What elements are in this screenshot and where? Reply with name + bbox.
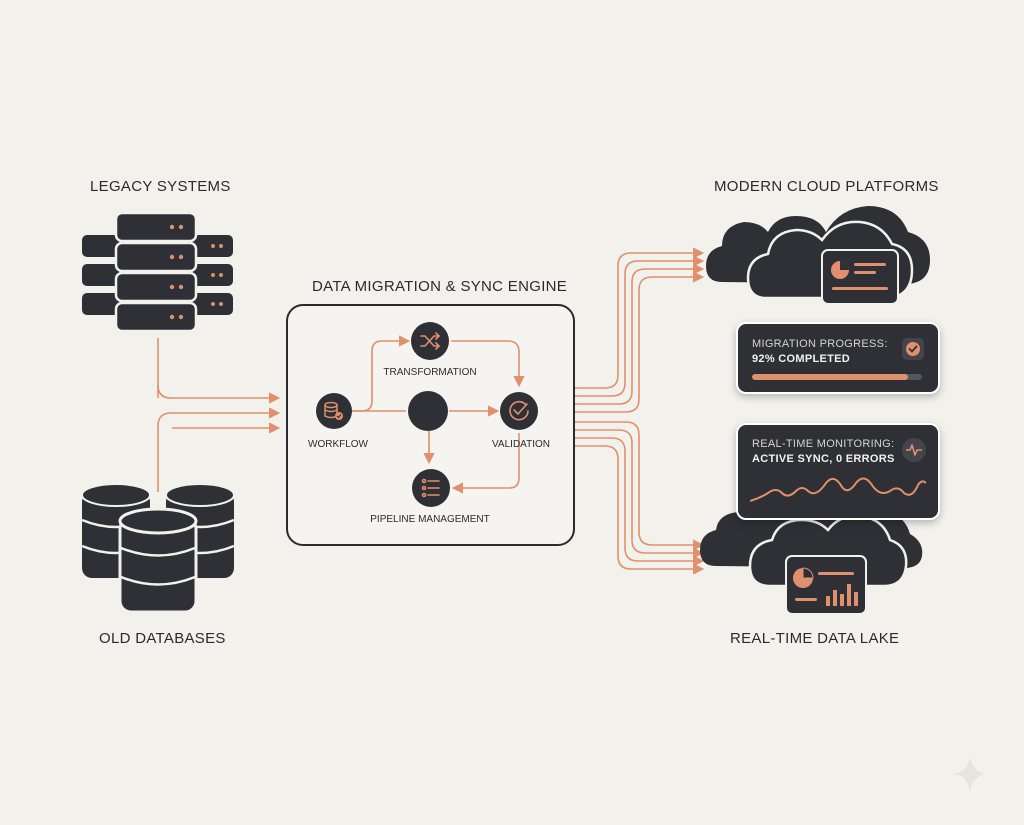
list-icon [421,478,440,498]
old-databases-label: OLD DATABASES [99,630,226,647]
workflow-node [316,393,352,429]
hub-node [408,391,448,431]
sparkle-icon [954,756,986,792]
monitoring-card-title: REAL-TIME MONITORING: [752,438,895,450]
migration-card-status: 92% COMPLETED [752,353,851,365]
migration-progress-bar [752,374,922,380]
databases-icon [81,483,235,614]
cloud-platforms-label: MODERN CLOUD PLATFORMS [714,178,939,195]
output-connectors [575,247,705,575]
migration-progress-fill [752,374,909,380]
pulse-icon [902,438,926,462]
check-circle-icon [509,400,529,421]
data-lake-label: REAL-TIME DATA LAKE [730,630,900,647]
shuffle-icon [420,332,441,350]
input-connectors [157,338,281,492]
workflow-label: WORKFLOW [308,439,368,450]
engine-flow [352,335,525,494]
pipeline-label: PIPELINE MANAGEMENT [370,514,490,525]
migration-card-title: MIGRATION PROGRESS: [752,338,888,350]
migration-progress-card: MIGRATION PROGRESS: 92% COMPLETED [736,322,940,394]
check-badge-icon [902,338,924,360]
pipeline-node [412,469,450,507]
bar-chart-icon [826,584,858,606]
pie-chart-icon [831,261,849,279]
database-check-icon [324,401,343,420]
monitoring-card-status: ACTIVE SYNC, 0 ERRORS [752,453,895,465]
monitoring-card: REAL-TIME MONITORING: ACTIVE SYNC, 0 ERR… [736,423,940,520]
activity-sparkline [750,477,926,502]
transformation-label: TRANSFORMATION [383,367,477,378]
legacy-servers-icon [82,211,233,333]
transformation-node [411,322,449,360]
validation-node [500,392,538,430]
engine-title: DATA MIGRATION & SYNC ENGINE [312,278,568,295]
pie-chart-icon [793,567,814,588]
cloud-platform-icon [706,206,930,305]
legacy-systems-label: LEGACY SYSTEMS [90,178,231,195]
validation-label: VALIDATION [492,439,550,450]
